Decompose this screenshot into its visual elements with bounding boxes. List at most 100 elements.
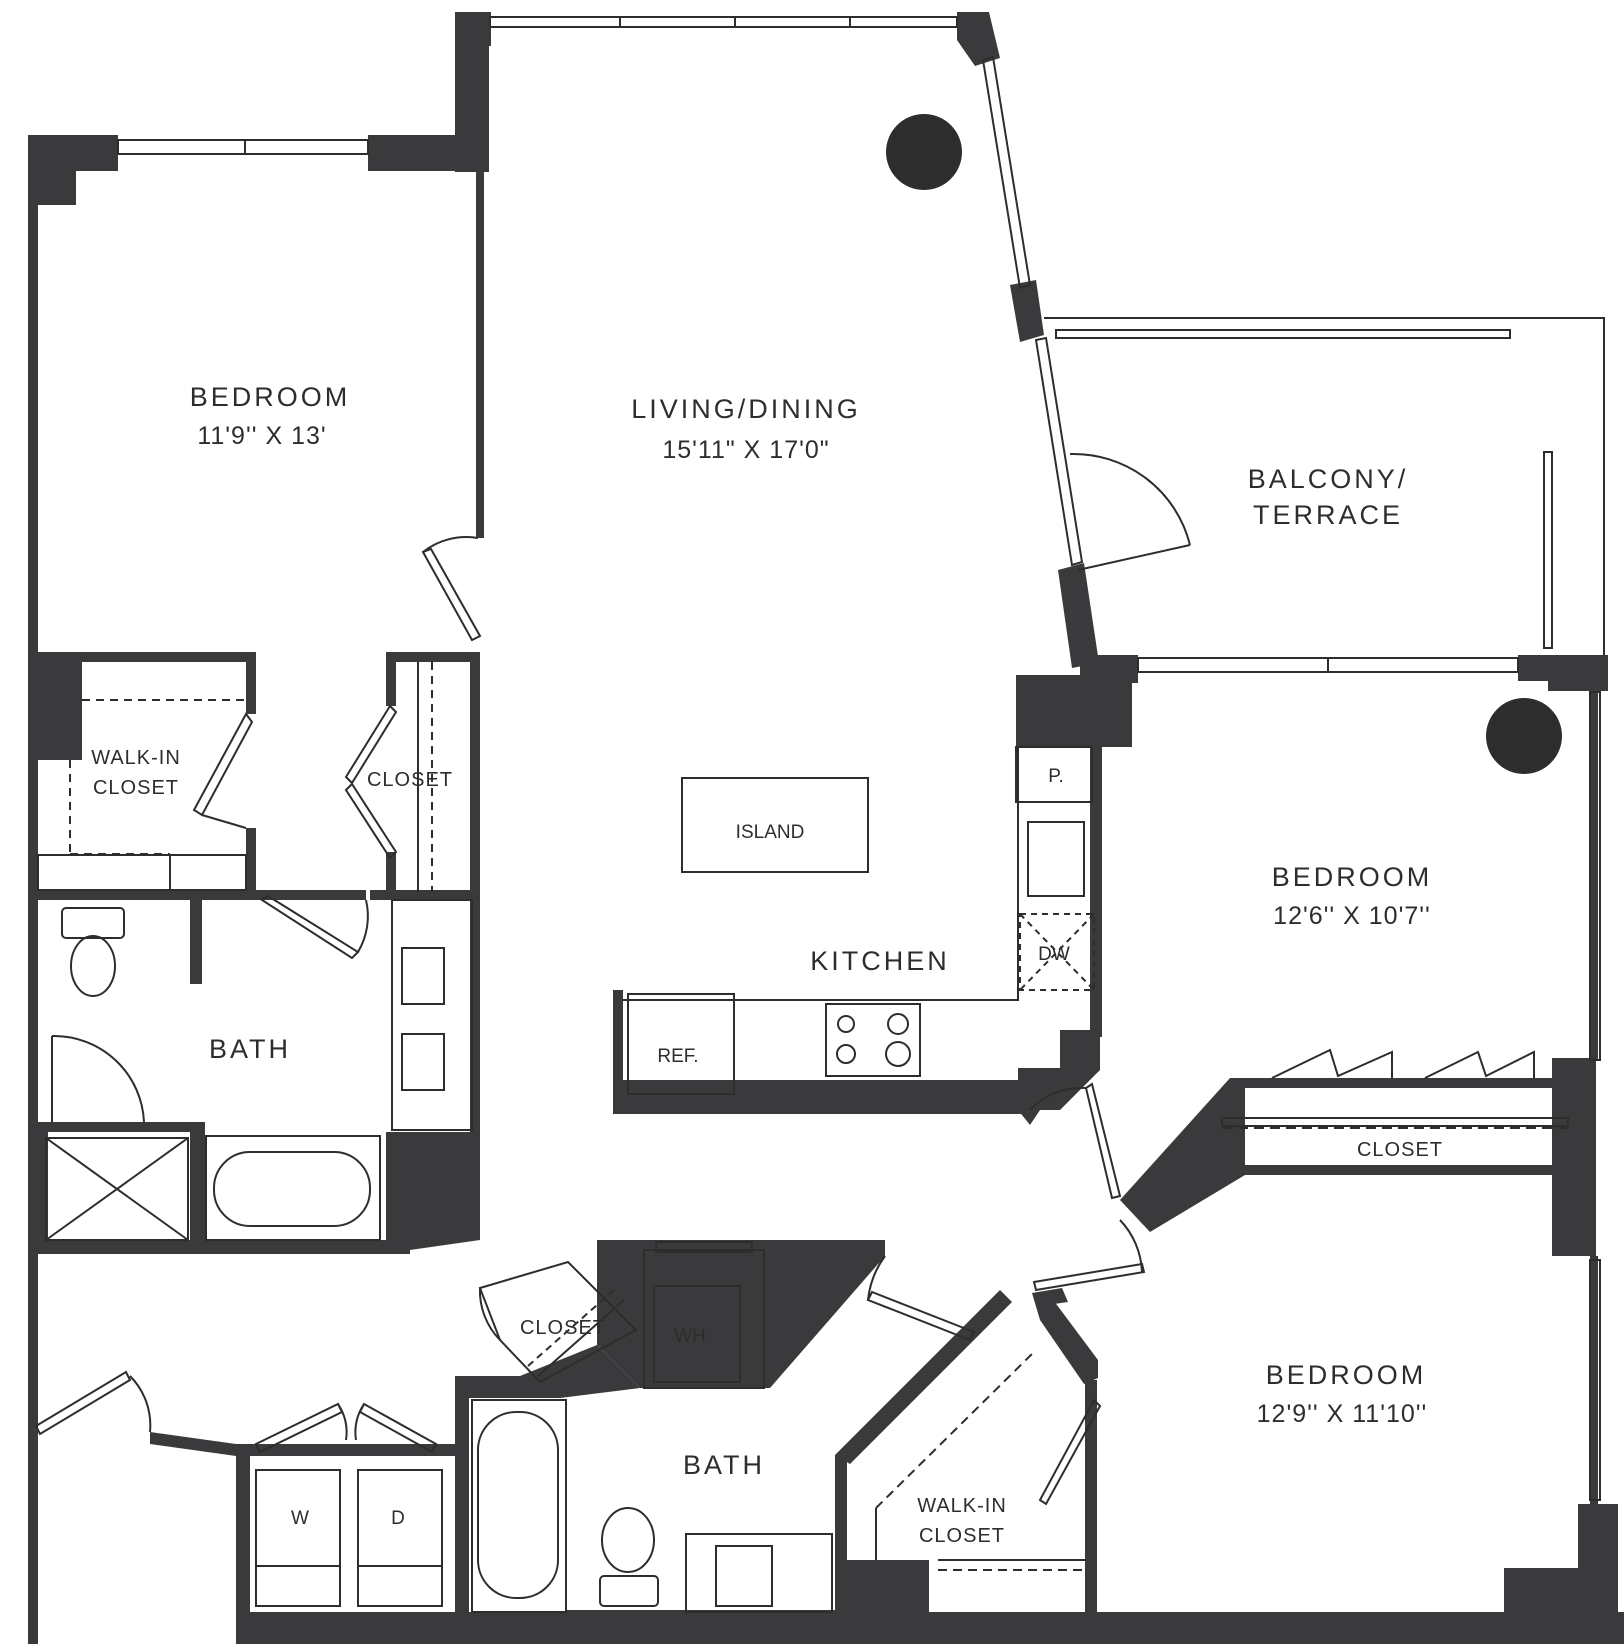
wall-segment — [455, 12, 491, 46]
column — [886, 114, 962, 190]
wall-segment — [236, 1444, 456, 1456]
kitchen-sink — [1027, 821, 1085, 897]
wall-segment — [1032, 1293, 1098, 1384]
bedroom-2-name: BEDROOM — [1272, 862, 1433, 892]
dishwasher-label: DW — [1038, 944, 1070, 965]
wall-segment — [1230, 1078, 1570, 1088]
refrigerator — [627, 993, 735, 1095]
door-swing — [354, 1403, 365, 1441]
wall-segment — [565, 1610, 835, 1644]
closet-2-label: CLOSET — [1357, 1139, 1443, 1161]
toilet-tank — [61, 907, 125, 939]
vanity — [685, 1533, 833, 1613]
door-leaf — [421, 547, 482, 642]
closet — [478, 1260, 638, 1384]
wall-segment — [36, 1240, 410, 1254]
wall-segment — [1032, 1288, 1068, 1306]
wall-segment — [1220, 1165, 1572, 1175]
door-swing — [129, 1375, 152, 1433]
wall-segment — [455, 1345, 640, 1398]
toilet-tank — [599, 1575, 659, 1607]
wall-segment — [386, 652, 396, 706]
wall-segment — [613, 990, 623, 1114]
window — [1589, 691, 1601, 1061]
bath-2-name: BATH — [683, 1450, 765, 1480]
wall-segment — [28, 135, 38, 1644]
stove-burners — [836, 1013, 911, 1067]
wall-segment — [613, 1080, 1023, 1114]
window — [117, 139, 369, 155]
wall-segment — [36, 890, 366, 900]
wall-segment — [386, 1132, 480, 1250]
island-label: ISLAND — [736, 822, 805, 843]
bedroom-2-size: 12'6'' X 10'7'' — [1273, 902, 1431, 930]
wall-segment — [835, 1560, 929, 1644]
window — [1589, 1259, 1601, 1501]
railing — [1055, 329, 1511, 339]
tub-basin — [477, 1411, 559, 1599]
water-heater-label: WH — [674, 1326, 706, 1347]
door-leaf — [1084, 1082, 1122, 1200]
wall-segment — [1084, 655, 1138, 683]
column — [1486, 698, 1562, 774]
entry-door — [34, 1370, 132, 1436]
balcony-outline — [1044, 317, 1605, 656]
wall-segment — [1590, 1256, 1598, 1506]
wall-segment — [1552, 1058, 1596, 1256]
door-swing — [337, 1403, 348, 1441]
closet-1-label: CLOSET — [367, 769, 453, 791]
balcony-line-2: TERRACE — [1253, 500, 1403, 530]
bedroom-3-name: BEDROOM — [1266, 1360, 1427, 1390]
door-leaf — [1038, 1398, 1102, 1506]
bedroom-1-name: BEDROOM — [190, 382, 351, 412]
wall-segment — [476, 160, 484, 538]
wall-segment — [1058, 563, 1099, 668]
bath-1-name: BATH — [209, 1034, 291, 1064]
sink — [715, 1545, 773, 1607]
door-swing — [1069, 452, 1191, 546]
door-leaf — [655, 1241, 753, 1253]
bedroom-3-size: 12'9'' X 11'10'' — [1257, 1400, 1428, 1428]
window — [1034, 336, 1084, 567]
door-swing — [357, 899, 369, 953]
plan-lines — [34, 16, 1605, 1613]
shelf — [37, 854, 247, 891]
door-swing — [1029, 1086, 1087, 1111]
water-heater — [653, 1285, 741, 1383]
balcony-line-1: BALCONY/ — [1248, 464, 1409, 494]
pantry — [1015, 746, 1093, 803]
door-swing — [422, 536, 479, 553]
bifold-door — [1424, 1050, 1535, 1079]
wall-segment — [957, 12, 1000, 66]
wall-segment — [1504, 1568, 1584, 1644]
bedroom-1-size: 11'9'' X 13' — [197, 422, 326, 450]
door-swing — [478, 1287, 501, 1341]
wall-segment — [1578, 1504, 1618, 1644]
bathtub — [205, 1135, 381, 1241]
bathtub — [471, 1399, 567, 1613]
wall-segment — [1018, 1030, 1100, 1125]
wall-segment — [835, 1290, 1012, 1464]
wall-segment — [150, 1432, 236, 1456]
living-name: LIVING/DINING — [631, 394, 861, 424]
walk-in-closet-1-line-2: CLOSET — [93, 777, 179, 799]
island — [681, 777, 869, 873]
window — [489, 16, 958, 28]
water-heater-closet — [643, 1249, 765, 1389]
door-swing — [51, 1034, 145, 1123]
sink — [401, 947, 445, 1005]
wall-segment — [190, 1122, 205, 1252]
wall-segment — [246, 828, 256, 896]
walk-in-closet-2-line-2: CLOSET — [919, 1525, 1005, 1547]
wall-segment — [236, 1444, 250, 1644]
wall-segment — [386, 852, 396, 896]
refrigerator-label: REF. — [657, 1046, 698, 1067]
door-leaf — [260, 894, 360, 960]
walk-in-closet-2-line-1: WALK-IN — [917, 1495, 1007, 1517]
tub-basin — [213, 1151, 371, 1227]
wall-segment — [1120, 1078, 1245, 1232]
wall-segment — [1010, 280, 1044, 342]
door-leaf — [192, 712, 254, 817]
labels: BEDROOM 11'9'' X 13' LIVING/DINING 15'11… — [91, 382, 1443, 1547]
